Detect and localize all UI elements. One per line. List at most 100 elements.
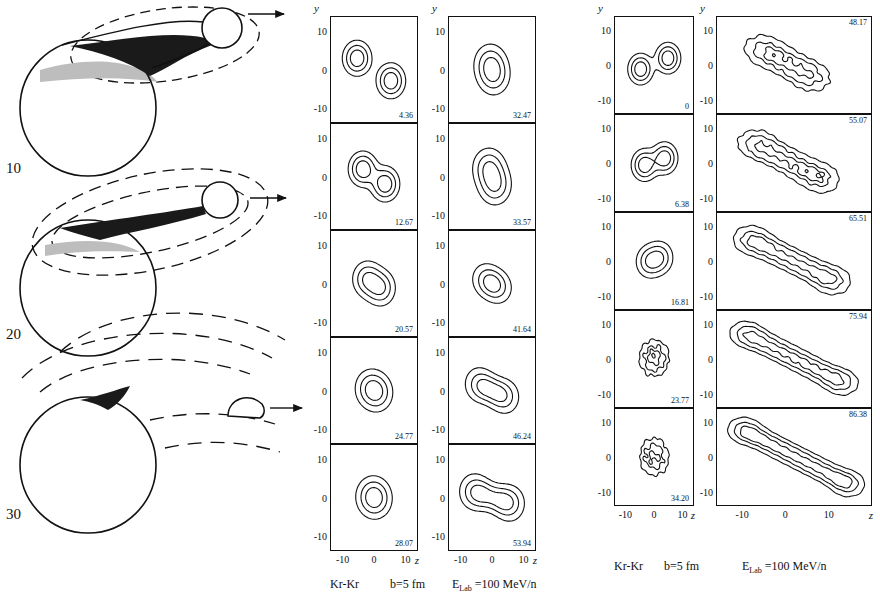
tick-label: 10	[435, 26, 445, 37]
time-stamp: 24.77	[394, 433, 414, 441]
target-nucleus	[20, 397, 156, 533]
time-stamp: 53.94	[512, 540, 532, 548]
density-panel: 32.47	[448, 16, 536, 123]
density-contour	[471, 485, 514, 510]
tick-label: 0	[708, 354, 713, 365]
density-contour	[355, 369, 393, 412]
dashed-envelope	[66, 0, 264, 94]
time-stamp: 34.20	[670, 495, 690, 503]
density-panel: 55.07	[716, 114, 872, 212]
time-stamp: 6.38	[674, 201, 690, 209]
density-contour	[764, 47, 814, 79]
time-stamp: 65.51	[848, 215, 868, 223]
tick-label: -10	[700, 192, 713, 203]
density-contour	[365, 381, 382, 401]
density-plot	[449, 445, 535, 550]
density-contour	[734, 422, 858, 491]
time-stamp: 55.07	[848, 117, 868, 125]
density-panel: 65.51	[716, 212, 872, 310]
density-contour	[641, 246, 668, 272]
time-stamp: 46.24	[512, 433, 532, 441]
density-panel: 6.38	[614, 114, 694, 212]
density-contour	[643, 345, 666, 373]
tick-label: 0	[708, 60, 713, 71]
density-contour	[631, 142, 678, 182]
energy-subscript: Lab	[459, 584, 471, 593]
neck-shading	[70, 35, 212, 76]
dashed-envelope	[60, 313, 285, 352]
tick-label: 0	[440, 492, 445, 503]
density-contour	[635, 147, 674, 177]
density-contour	[755, 140, 825, 182]
tick-label: 0	[783, 509, 788, 520]
tick-label: 0	[708, 452, 713, 463]
density-panel: 33.57	[448, 123, 536, 230]
tick-label: -10	[432, 209, 445, 220]
tick-label: 10	[435, 454, 445, 465]
density-contour	[740, 231, 843, 289]
neck-shading	[80, 386, 130, 410]
density-plot	[717, 115, 871, 211]
dashed-envelope	[46, 172, 254, 272]
tick-label: 0	[652, 509, 657, 520]
tick-label: -10	[432, 423, 445, 434]
sketch-stage	[20, 0, 284, 176]
tick-label: 10	[703, 319, 713, 330]
time-stamp: 41.64	[512, 326, 532, 334]
density-contour	[477, 379, 507, 401]
axis-label: y	[598, 2, 603, 14]
tick-label: 0	[440, 171, 445, 182]
tick-label: 0	[322, 278, 327, 289]
figure-number: 20	[6, 326, 21, 343]
density-plot	[615, 17, 693, 113]
energy-line: ELab=100 MeV/n	[742, 560, 827, 576]
run-label: b=5 fm	[664, 560, 699, 573]
tick-label: 10	[703, 221, 713, 232]
density-contour	[366, 488, 383, 508]
density-contour	[483, 162, 501, 192]
tick-label: -10	[700, 94, 713, 105]
density-contour	[479, 270, 506, 297]
tick-label: 10	[824, 509, 834, 520]
tick-label: 10	[703, 25, 713, 36]
density-panel: 20.57	[330, 230, 418, 337]
tick-label: -10	[700, 290, 713, 301]
density-contour	[479, 51, 505, 88]
density-contour	[361, 482, 387, 513]
density-contour	[741, 426, 853, 488]
tick-label: 10	[518, 554, 528, 565]
density-plot	[331, 231, 417, 336]
time-stamp: 0	[684, 103, 690, 111]
density-panel: 4.36	[330, 16, 418, 123]
tick-label: 10	[435, 133, 445, 144]
run-label: Kr-Kr	[614, 560, 643, 573]
density-panel: 24.77	[330, 337, 418, 444]
tick-label: 0	[490, 554, 495, 565]
density-panel: 75.94	[716, 310, 872, 408]
tick-label: 10	[703, 417, 713, 428]
density-contour	[350, 50, 397, 89]
density-panel: 48.17	[716, 16, 872, 114]
run-label: b=5 fm	[390, 578, 425, 591]
tick-label: -10	[454, 554, 467, 565]
density-plot	[331, 338, 417, 443]
tick-label: 0	[322, 64, 327, 75]
density-contour	[649, 451, 660, 465]
dashed-envelope	[22, 333, 272, 378]
density-contour	[631, 47, 677, 81]
density-plot	[331, 17, 417, 122]
time-stamp: 48.17	[848, 19, 868, 27]
projectile-fragment	[202, 182, 238, 218]
density-plot	[615, 213, 693, 309]
shading	[45, 241, 140, 256]
tick-label: 0	[322, 171, 327, 182]
tick-label: -10	[598, 192, 611, 203]
density-contour	[342, 40, 405, 99]
density-contour	[737, 130, 839, 194]
run-label: Kr-Kr	[330, 578, 359, 591]
tick-label: 0	[606, 60, 611, 71]
dashed-envelope	[40, 359, 250, 392]
density-panel: 12.67	[330, 123, 418, 230]
dashed-envelope	[23, 150, 278, 294]
tick-label: -10	[735, 509, 748, 520]
